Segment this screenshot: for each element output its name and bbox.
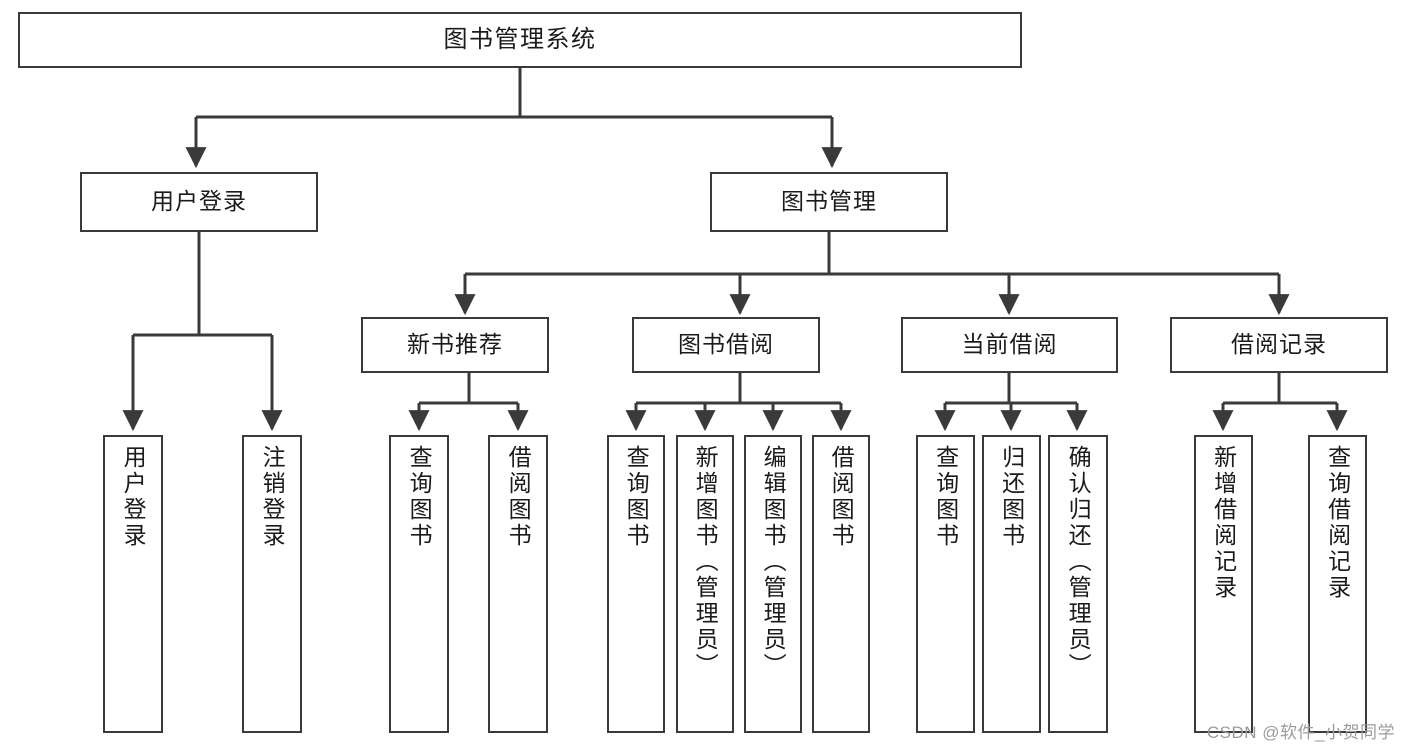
leaf-new-book-recommend-0[interactable]: 查询图书 (389, 435, 449, 733)
leaf-borrow-record-0[interactable]: 新增借阅记录 (1194, 435, 1253, 733)
node-book-borrow-label: 图书借阅 (678, 331, 774, 358)
watermark: CSDN @软件_小贺同学 (1206, 723, 1395, 742)
node-current-borrow-label: 当前借阅 (961, 331, 1058, 358)
leaf-label: 编辑图书（管理员） (760, 445, 787, 679)
node-new-book-recommend-label: 新书推荐 (407, 331, 503, 358)
leaf-label: 借阅图书 (828, 445, 855, 549)
leaf-label: 查询借阅记录 (1324, 445, 1351, 601)
node-book-management[interactable]: 图书管理 (710, 172, 948, 232)
leaf-label: 注销登录 (259, 445, 286, 549)
leaf-new-book-recommend-1[interactable]: 借阅图书 (488, 435, 548, 733)
node-current-borrow[interactable]: 当前借阅 (901, 317, 1118, 373)
leaf-current-borrow-1[interactable]: 归还图书 (982, 435, 1041, 733)
leaf-user-login-0[interactable]: 用户登录 (103, 435, 163, 733)
node-borrow-record[interactable]: 借阅记录 (1170, 317, 1388, 373)
node-new-book-recommend[interactable]: 新书推荐 (361, 317, 549, 373)
leaf-borrow-record-1[interactable]: 查询借阅记录 (1308, 435, 1367, 733)
leaf-label: 借阅图书 (505, 445, 532, 549)
node-book-borrow[interactable]: 图书借阅 (632, 317, 820, 373)
leaf-label: 用户登录 (120, 445, 147, 549)
leaf-label: 查询图书 (623, 445, 650, 549)
leaf-label: 确认归还（管理员） (1065, 445, 1092, 679)
node-borrow-record-label: 借阅记录 (1231, 331, 1327, 358)
leaf-book-borrow-0[interactable]: 查询图书 (607, 435, 665, 733)
node-user-login[interactable]: 用户登录 (80, 172, 318, 232)
leaf-current-borrow-0[interactable]: 查询图书 (916, 435, 975, 733)
leaf-label: 查询图书 (406, 445, 433, 549)
leaf-book-borrow-1[interactable]: 新增图书（管理员） (676, 435, 734, 733)
node-user-login-label: 用户登录 (151, 188, 247, 215)
node-root[interactable]: 图书管理系统 (18, 12, 1022, 68)
leaf-book-borrow-3[interactable]: 借阅图书 (812, 435, 870, 733)
leaf-current-borrow-2[interactable]: 确认归还（管理员） (1048, 435, 1108, 733)
leaf-label: 归还图书 (998, 445, 1025, 549)
leaf-label: 新增借阅记录 (1210, 445, 1237, 601)
leaf-label: 新增图书（管理员） (692, 445, 719, 679)
leaf-book-borrow-2[interactable]: 编辑图书（管理员） (744, 435, 802, 733)
node-root-label: 图书管理系统 (443, 25, 597, 53)
node-book-management-label: 图书管理 (781, 188, 877, 215)
leaf-user-login-1[interactable]: 注销登录 (242, 435, 302, 733)
leaf-label: 查询图书 (932, 445, 959, 549)
